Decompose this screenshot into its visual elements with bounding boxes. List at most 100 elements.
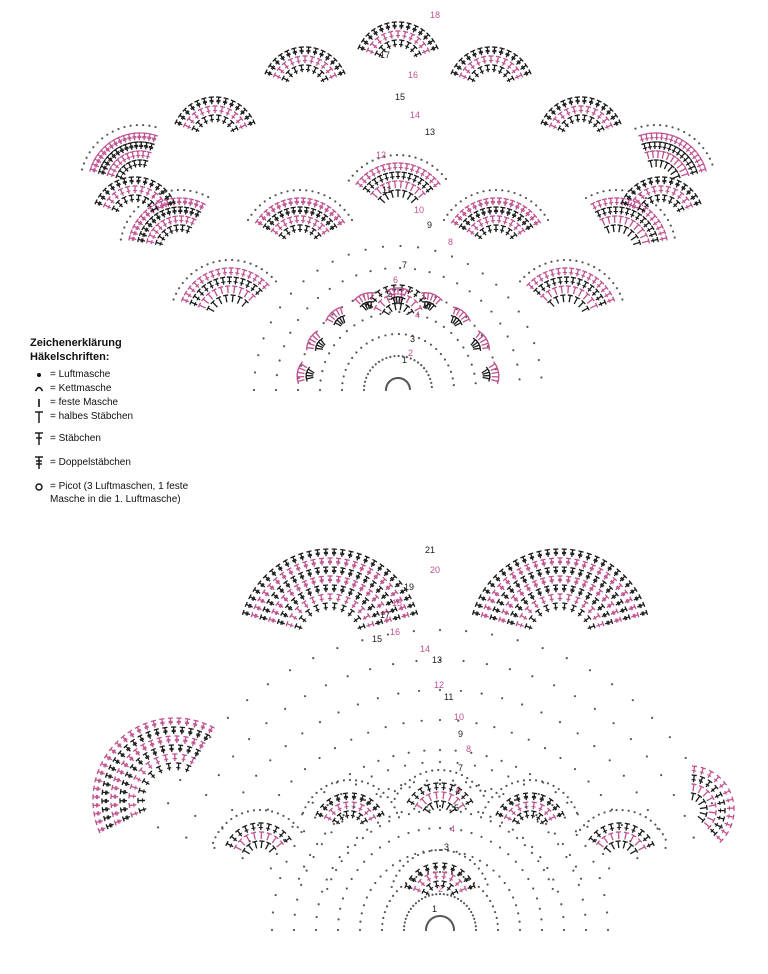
- stitch-mark: [222, 101, 228, 104]
- stitch-mark: [147, 739, 154, 743]
- stitch-mark: [252, 275, 258, 282]
- stitch-mark: [116, 759, 120, 765]
- stitch-mark: [545, 588, 550, 591]
- stitch-mark: [297, 365, 301, 371]
- stitch-mark: [260, 582, 264, 587]
- stitch-mark: [144, 754, 150, 759]
- chain-dot: [669, 224, 672, 227]
- stitch-mark: [405, 26, 411, 29]
- stitch-mark: [640, 195, 645, 199]
- stitch-mark: [162, 220, 167, 228]
- stitch-mark: [193, 295, 201, 301]
- stitch-mark: [304, 206, 310, 209]
- chain-dot: [185, 277, 188, 280]
- stitch-mark: [381, 48, 386, 53]
- stitch-mark: [683, 165, 688, 171]
- stitch-mark: [496, 608, 500, 613]
- chain-dot: [470, 363, 473, 366]
- stitch-mark: [327, 312, 332, 318]
- stitch-mark: [529, 594, 535, 599]
- stitch-mark: [659, 160, 663, 168]
- stitch-mark: [402, 190, 406, 198]
- stitch-mark: [195, 119, 201, 125]
- stitch-mark: [651, 151, 654, 159]
- stitch-mark: [606, 206, 613, 209]
- stitch-mark: [607, 211, 613, 213]
- chain-dot: [579, 877, 583, 880]
- stitch-mark: [357, 44, 361, 50]
- stitch-mark: [567, 594, 570, 602]
- stitch-mark: [606, 298, 614, 303]
- stitch-mark: [517, 804, 522, 812]
- stitch-mark: [235, 106, 240, 111]
- stitch-mark: [487, 606, 491, 611]
- stitch-mark: [460, 793, 467, 800]
- stitch-mark: [321, 65, 326, 69]
- stitch-mark: [609, 563, 615, 568]
- stitch-mark: [649, 215, 656, 222]
- stitch-mark: [359, 587, 364, 591]
- chain-dot: [270, 928, 274, 932]
- stitch-mark: [668, 181, 674, 184]
- stitch-mark: [555, 267, 561, 270]
- chain-dot: [427, 894, 430, 897]
- stitch-mark: [673, 145, 679, 149]
- chain-dot: [540, 376, 543, 379]
- stitch-mark: [150, 747, 157, 752]
- stitch-mark: [491, 68, 497, 71]
- chain-dot: [471, 914, 474, 917]
- stitch-mark: [582, 284, 587, 288]
- chain-dot: [371, 159, 374, 162]
- stitch-mark: [549, 598, 554, 601]
- chain-dot: [225, 821, 228, 824]
- chain-dot: [249, 262, 252, 265]
- chain-dot: [296, 388, 300, 392]
- stitch-mark: [589, 566, 595, 570]
- chain-dot: [340, 388, 344, 392]
- stitch-mark: [514, 793, 520, 797]
- chain-dot: [386, 769, 390, 772]
- chain-dot: [582, 824, 586, 827]
- chain-dot: [480, 835, 483, 838]
- stitch-mark: [306, 64, 312, 67]
- chain-dot: [587, 820, 590, 823]
- stitch-mark: [643, 146, 648, 150]
- stitch-mark: [337, 804, 342, 812]
- stitch-mark: [132, 164, 138, 167]
- stitch-mark: [347, 573, 353, 576]
- stitch-mark: [201, 296, 206, 302]
- stitch-mark: [582, 281, 588, 289]
- chain-dot: [123, 125, 126, 129]
- stitch-mark: [441, 782, 447, 785]
- stitch-mark: [644, 137, 650, 140]
- stitch-mark: [266, 598, 271, 604]
- chain-dot: [420, 158, 423, 161]
- stitch-mark: [530, 556, 535, 560]
- stitch-mark: [130, 733, 135, 737]
- stitch-mark: [656, 226, 660, 231]
- stitch-mark: [665, 153, 670, 161]
- stitch-mark: [643, 132, 649, 136]
- stitch-mark: [257, 220, 262, 225]
- stitch-mark: [488, 376, 491, 382]
- chain-dot: [340, 860, 343, 863]
- stitch-mark: [647, 159, 653, 162]
- stitch-mark: [518, 570, 523, 574]
- stitch-mark: [141, 225, 146, 231]
- stitch-mark: [691, 195, 696, 200]
- stitch-mark: [568, 295, 571, 303]
- chain-dot: [252, 809, 256, 812]
- stitch-mark: [299, 574, 304, 578]
- stitch-mark: [495, 608, 499, 613]
- stitch-mark: [380, 46, 387, 53]
- stitch-mark: [215, 295, 222, 300]
- stitch-mark: [373, 178, 379, 186]
- stitch-mark: [116, 777, 119, 783]
- stitch-mark: [587, 607, 594, 614]
- stitch-mark: [578, 289, 583, 297]
- stitch-mark: [477, 603, 481, 608]
- stitch-mark: [514, 74, 522, 79]
- stitch-mark: [92, 167, 95, 173]
- stitch-mark: [671, 154, 677, 159]
- stitch-mark: [278, 226, 283, 230]
